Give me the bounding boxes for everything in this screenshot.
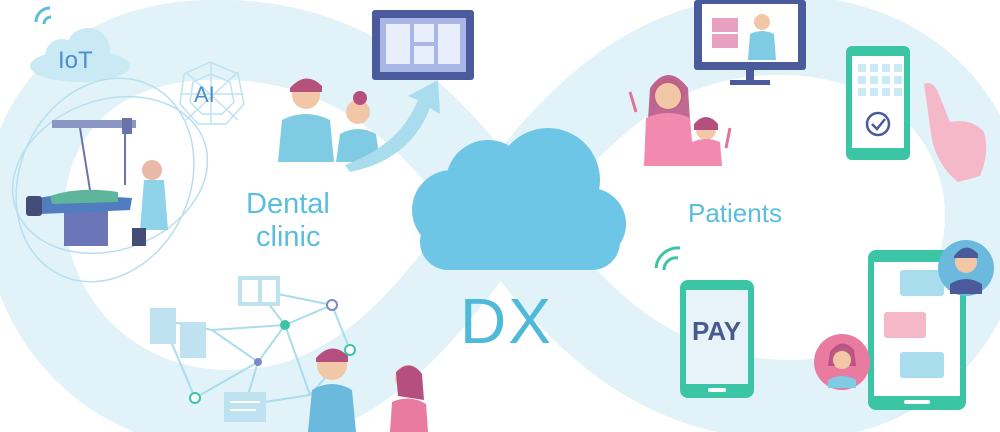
document-icon <box>150 276 280 422</box>
patients-label: Patients <box>688 198 782 228</box>
dental-clinic-label-line1: Dental <box>246 188 330 220</box>
dx-label: DX <box>460 285 553 357</box>
iot-cloud-icon <box>30 28 130 82</box>
monitor-icon <box>372 10 474 80</box>
consulting-staff <box>308 348 428 432</box>
wifi-icon <box>34 6 52 25</box>
ai-web-icon <box>179 61 245 125</box>
network-nodes <box>189 299 356 404</box>
wifi-icon <box>654 246 681 271</box>
ai-label: AI <box>194 82 215 107</box>
tablet-icon <box>846 46 910 160</box>
chat-bubble-icon <box>884 270 944 378</box>
avatar-icon <box>938 240 994 296</box>
dental-chair-icon <box>26 118 168 246</box>
iot-label: IoT <box>58 47 93 74</box>
monitor-icon <box>694 0 806 85</box>
hand-pointer-icon <box>924 83 987 182</box>
dental-clinic-label-line2: clinic <box>256 221 321 253</box>
cloud-icon <box>412 128 626 270</box>
avatar-icon <box>814 334 870 390</box>
phone-icon <box>680 280 754 398</box>
clinic-staff <box>278 78 380 162</box>
patient-family <box>628 75 732 166</box>
growth-arrow <box>345 80 440 172</box>
pay-label: PAY <box>692 316 742 346</box>
